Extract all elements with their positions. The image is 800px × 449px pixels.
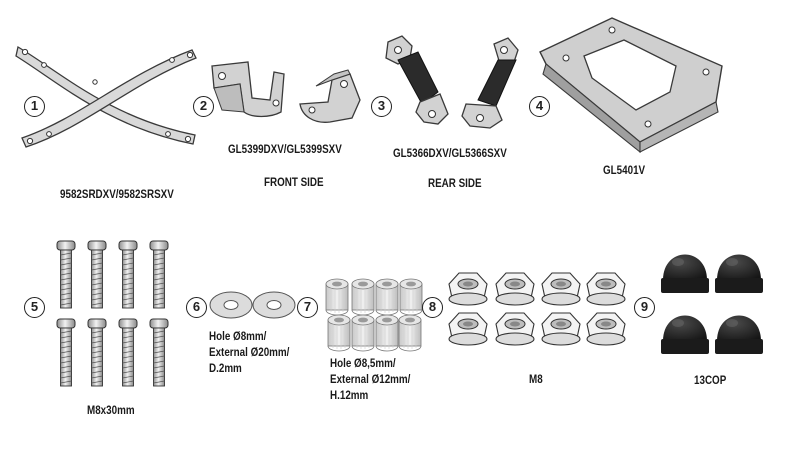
rear-bracket-illustration <box>385 35 519 129</box>
part-number-7: 7 <box>297 297 318 318</box>
nuts-illustration <box>448 272 626 346</box>
part-number-6: 6 <box>186 297 207 318</box>
part-1-code: 9582SRDXV/9582SRSXV <box>60 187 174 201</box>
part-2-note: FRONT SIDE <box>264 175 324 189</box>
part-number-3: 3 <box>371 96 392 117</box>
part-3-note: REAR SIDE <box>428 176 482 190</box>
part-4-code: GL5401V <box>603 163 646 177</box>
part-8-label: M8 <box>529 372 543 386</box>
part-number-9: 9 <box>634 297 655 318</box>
front-bracket-illustration <box>211 61 361 123</box>
part-9-label: 13COP <box>694 373 727 387</box>
part-number-5: 5 <box>24 297 45 318</box>
part-6-label: Hole Ø8mm/ External Ø20mm/ D.2mm <box>209 329 290 375</box>
washers-illustration <box>209 291 296 319</box>
spacers-illustration <box>325 278 423 352</box>
caps-illustration <box>661 254 763 354</box>
part-number-1: 1 <box>24 96 45 117</box>
part-3-code: GL5366DXV/GL5366SXV <box>393 146 507 160</box>
part-2-code: GL5399DXV/GL5399SXV <box>228 142 342 156</box>
part-number-8: 8 <box>422 297 443 318</box>
part-7-label: Hole Ø8,5mm/ External Ø12mm/ H.12mm <box>330 356 411 402</box>
part-number-4: 4 <box>529 96 550 117</box>
part-5-label: M8x30mm <box>87 403 135 417</box>
bolts-illustration <box>56 240 169 387</box>
strap-cross-illustration <box>15 45 197 148</box>
mounting-plate-illustration <box>539 17 723 154</box>
part-number-2: 2 <box>193 96 214 117</box>
